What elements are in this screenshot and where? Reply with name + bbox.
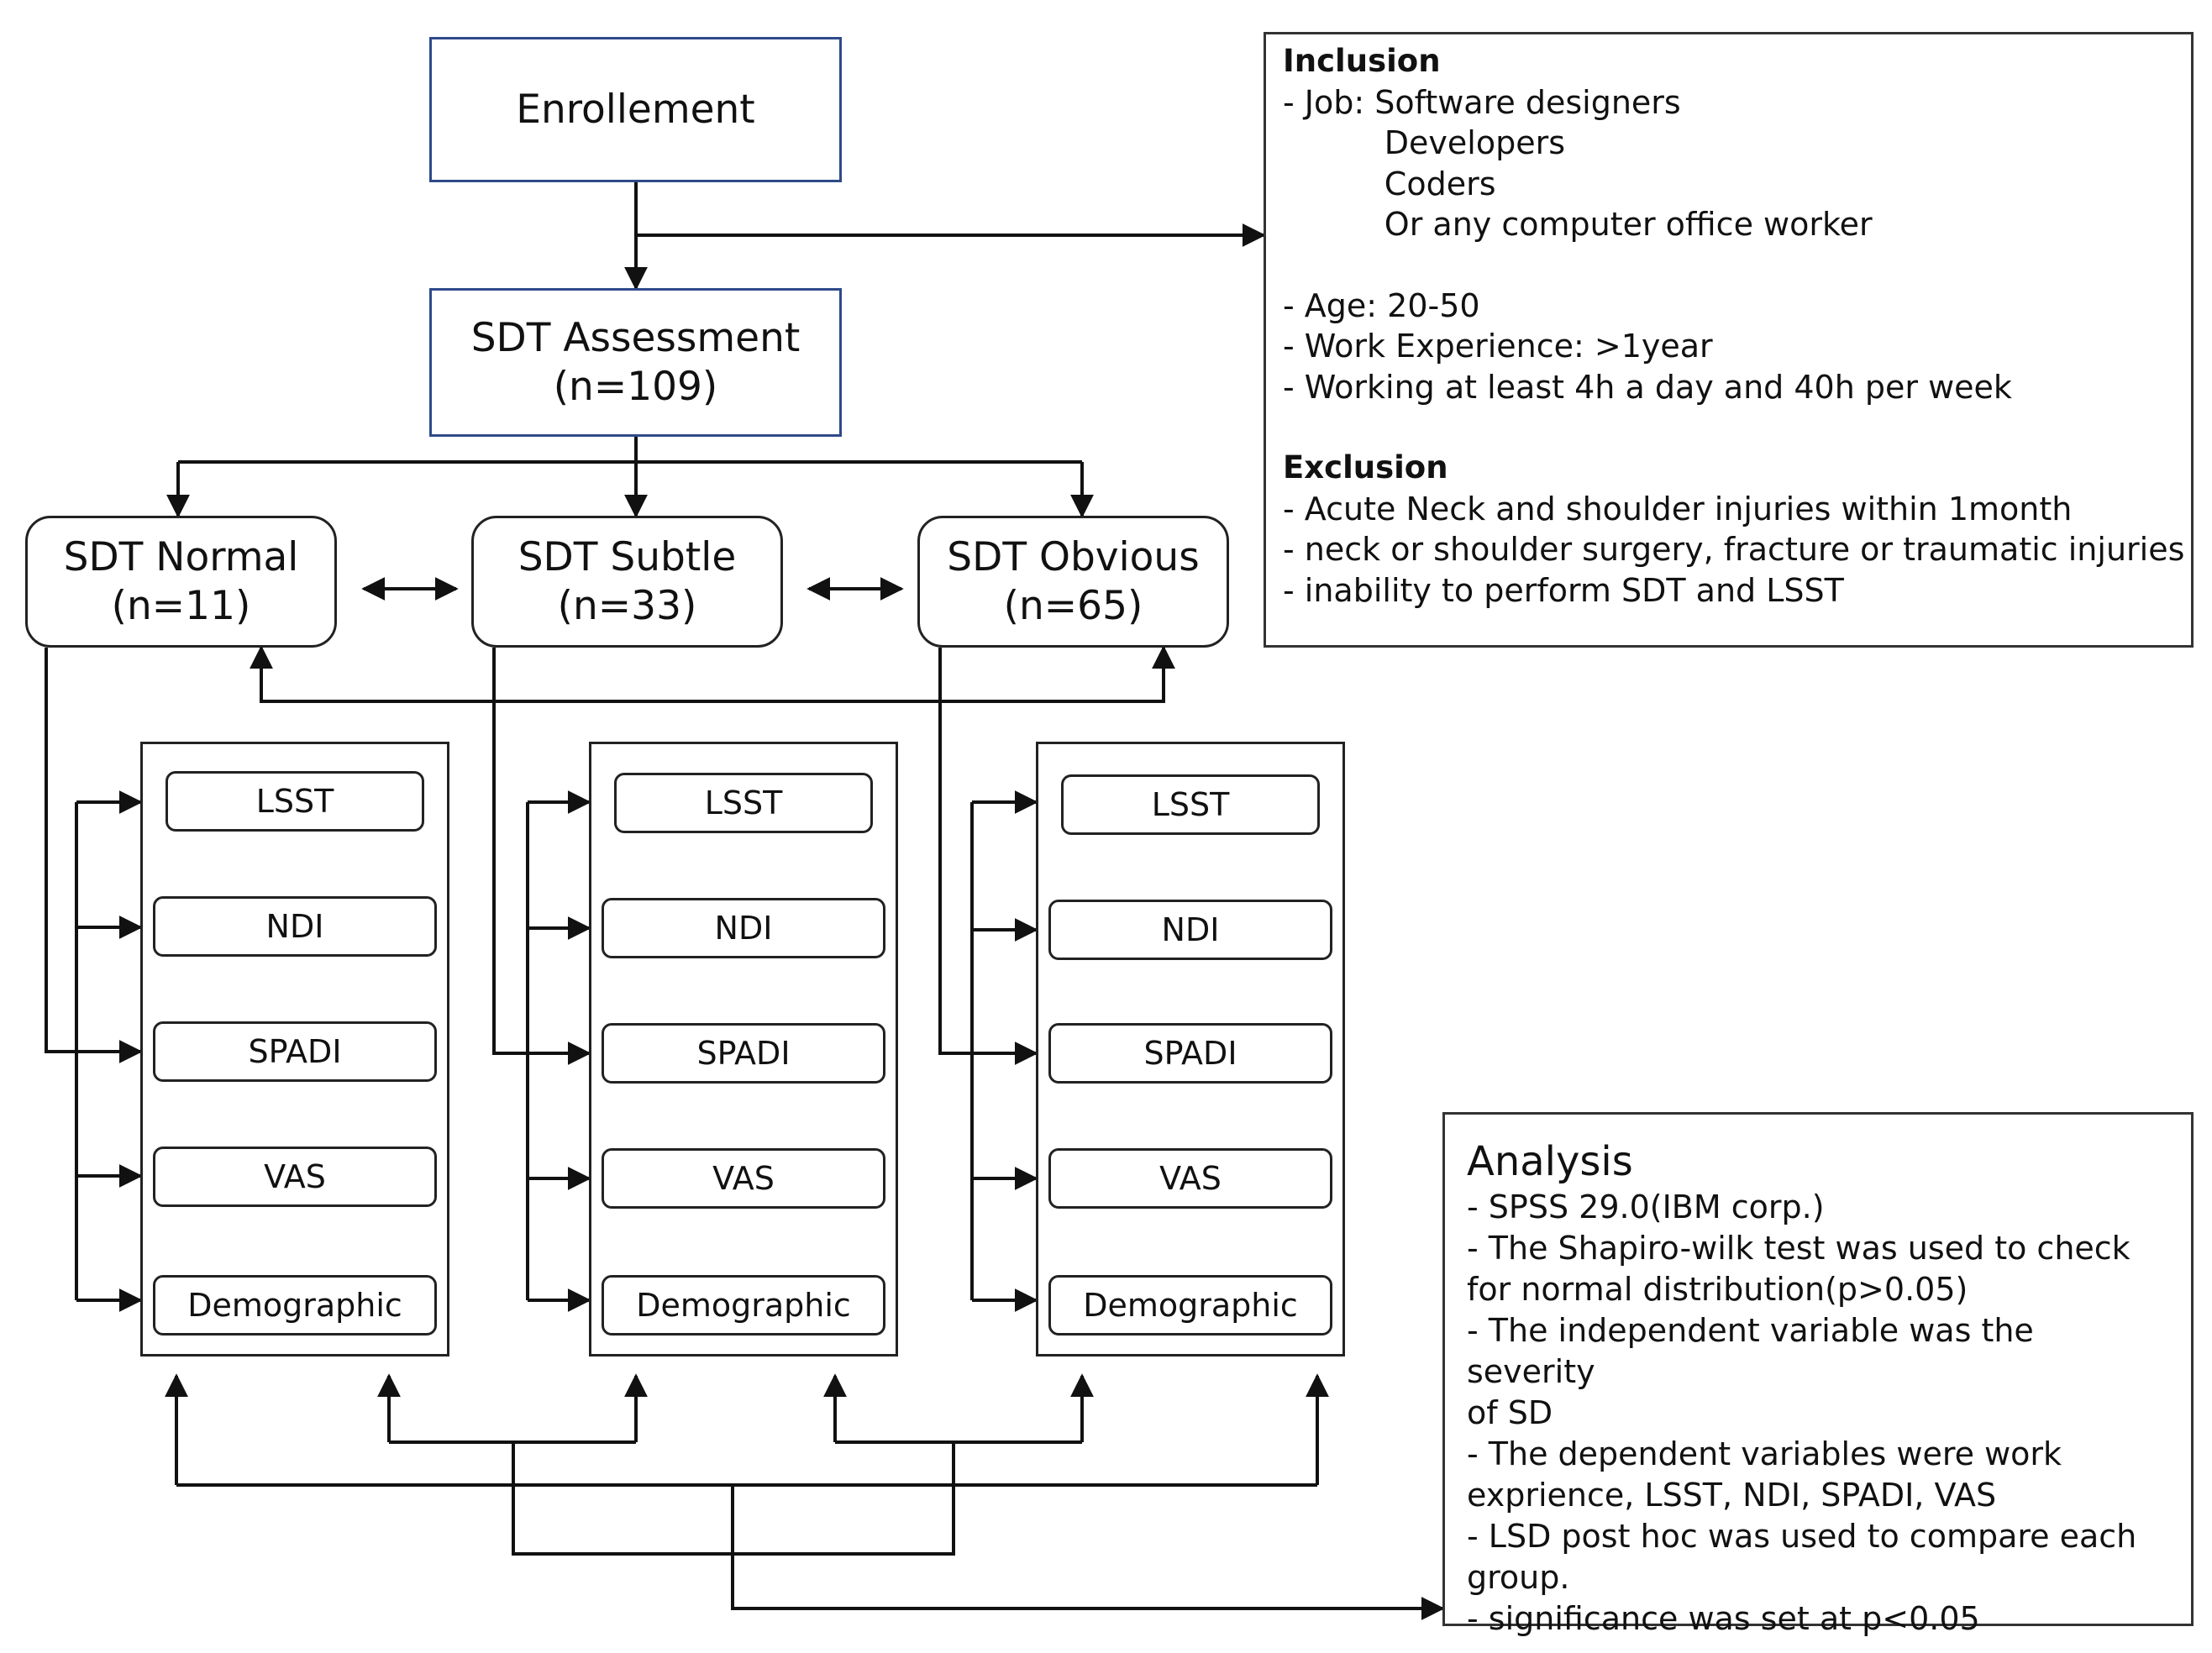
measure-demographic: Demographic (1048, 1275, 1332, 1336)
measure-spadi: SPADI (1048, 1023, 1332, 1084)
analysis-line: group. (1467, 1559, 1570, 1596)
group-box-sdt-obvious: SDT Obvious (n=65) (917, 516, 1229, 648)
double-arrow-normal-obvious (250, 645, 1175, 703)
group-count: (n=65) (1003, 582, 1143, 629)
group-name: SDT Normal (63, 533, 299, 580)
feed-line-0 (45, 648, 76, 1053)
exclusion-list: - Acute Neck and shoulder injuries withi… (1283, 489, 2185, 611)
analysis-list: - SPSS 29.0(IBM corp.) - The Shapiro-wilk… (1467, 1187, 2169, 1640)
group-name: SDT Obvious (947, 533, 1200, 580)
measure-demographic: Demographic (153, 1275, 437, 1336)
analysis-line: - LSD post hoc was used to compare each (1467, 1518, 2137, 1555)
feed-line-2 (938, 648, 972, 1055)
measure-lsst: LSST (1061, 774, 1320, 835)
analysis-line: exprience, LSST, NDI, SPADI, VAS (1467, 1477, 1997, 1514)
exclusion-heading: Exclusion (1283, 449, 1448, 485)
measure-lsst: LSST (614, 773, 873, 833)
enrollment-label: Enrollement (516, 86, 755, 133)
analysis-line: for normal distribution(p>0.05) (1467, 1271, 1968, 1308)
measure-spadi: SPADI (153, 1021, 437, 1082)
inclusion-line: - Job: Software designers (1283, 83, 1681, 121)
analysis-line: - The independent variable was the sever… (1467, 1312, 2034, 1390)
analysis-line: of SD (1467, 1394, 1553, 1431)
inclusion-line: - Age: 20-50 (1283, 286, 1480, 324)
group-box-sdt-subtle: SDT Subtle (n=33) (471, 516, 783, 648)
group-box-sdt-normal: SDT Normal (n=11) (25, 516, 337, 648)
inclusion-list: - Job: Software designers Developers Cod… (1283, 82, 2174, 449)
criteria-box: Inclusion - Job: Software designers Deve… (1264, 32, 2194, 648)
measure-ndi: NDI (1048, 900, 1332, 960)
analysis-box: Analysis - SPSS 29.0(IBM corp.) - The Sha… (1442, 1112, 2194, 1637)
measure-vas: VAS (602, 1148, 885, 1209)
group-name: SDT Subtle (518, 533, 737, 580)
inclusion-line: - Working at least 4h a day and 40h per … (1283, 368, 2012, 406)
assessment-title: SDT Assessment (470, 314, 801, 361)
arrow-to-analysis (731, 1485, 1445, 1620)
measure-vas: VAS (1048, 1148, 1332, 1209)
measure-spadi: SPADI (602, 1023, 885, 1084)
analysis-line: - The dependent variables were work (1467, 1435, 2062, 1472)
inclusion-line: Developers (1283, 124, 1566, 161)
measure-ndi: NDI (602, 898, 885, 958)
measure-ndi: NDI (153, 896, 437, 957)
analysis-title: Analysis (1467, 1138, 1633, 1185)
analysis-line: - The Shapiro-wilk test was used to chec… (1467, 1230, 2131, 1267)
inclusion-heading: Inclusion (1283, 43, 1441, 79)
exclusion-line: - inability to perform SDT and LSST (1283, 571, 1844, 609)
enrollment-box: Enrollement (429, 37, 842, 182)
inclusion-line (1283, 407, 2174, 448)
group-count: (n=11) (111, 582, 251, 629)
inclusion-line: Or any computer office worker (1283, 206, 1873, 243)
inclusion-line: Coders (1283, 165, 1496, 202)
analysis-line: - SPSS 29.0(IBM corp.) (1467, 1189, 1825, 1225)
assessment-count: (n=109) (553, 363, 718, 410)
inclusion-line: - Work Experience: >1year (1283, 328, 1713, 365)
exclusion-line: - Acute Neck and shoulder injuries withi… (1283, 490, 2073, 527)
feed-line-1 (492, 648, 528, 1055)
exclusion-line: - neck or shoulder surgery, fracture or … (1283, 531, 2185, 568)
sdt-assessment-box: SDT Assessment (n=109) (429, 288, 842, 437)
group-count: (n=33) (557, 582, 697, 629)
inclusion-line (1283, 245, 2174, 286)
measure-demographic: Demographic (602, 1275, 885, 1336)
measure-vas: VAS (153, 1147, 437, 1207)
measure-lsst: LSST (166, 771, 424, 832)
analysis-line: - significance was set at p<0.05 (1467, 1600, 1980, 1637)
